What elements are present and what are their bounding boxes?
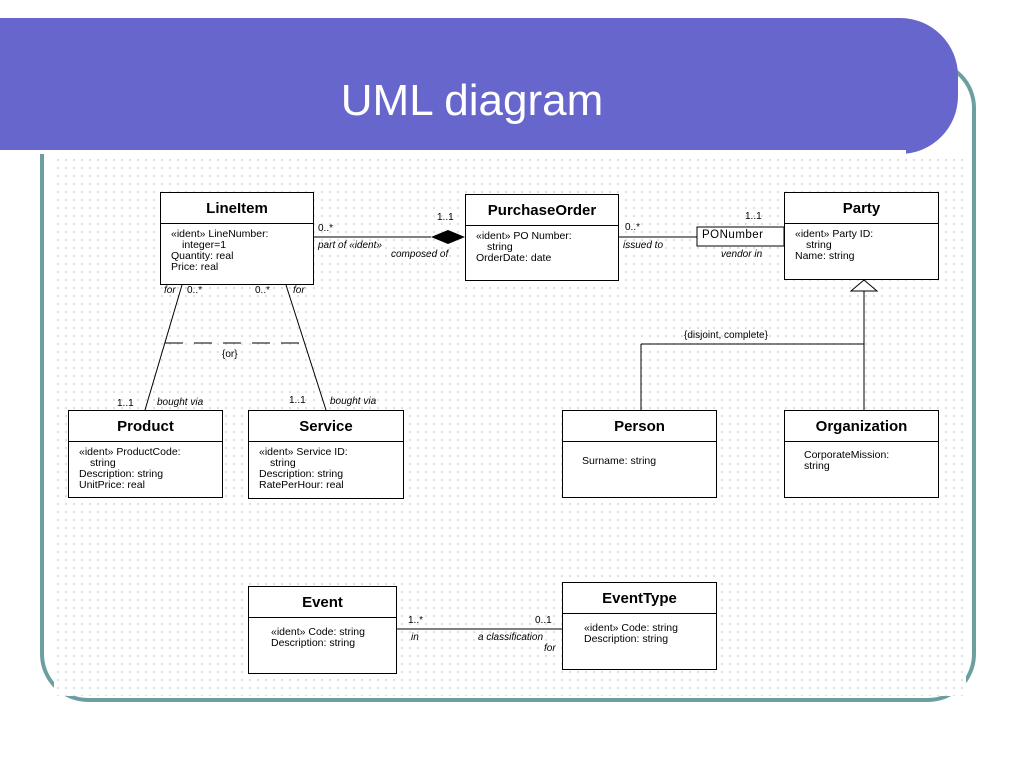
role-label: composed of [391, 249, 449, 260]
attribute: RatePerHour: real [259, 479, 344, 491]
attribute: «ident» PO Number: [476, 230, 572, 242]
class-eventtype[interactable]: EventType «ident» Code: string Descripti… [562, 582, 717, 670]
class-name: PurchaseOrder [466, 195, 618, 226]
role-label: for [164, 285, 176, 296]
diagram-canvas: LineItem «ident» LineNumber: integer=1 Q… [54, 156, 966, 696]
attribute-list: «ident» PO Number: string OrderDate: dat… [466, 226, 618, 264]
attribute: «ident» Party ID: [795, 228, 874, 240]
multiplicity-label: 0..1 [535, 615, 552, 626]
attribute-list: «ident» LineNumber: integer=1 Quantity: … [161, 224, 313, 273]
attribute-list: «ident» ProductCode: string Description:… [69, 442, 222, 491]
attribute: «ident» Service ID: [259, 446, 348, 458]
qualifier-label: PONumber [702, 229, 764, 241]
assoc-lineitem-product [144, 284, 183, 411]
attribute: «ident» LineNumber: [171, 228, 269, 240]
multiplicity-label: 1..1 [745, 211, 762, 222]
role-label: bought via [157, 397, 204, 408]
attribute: Description: string [79, 468, 164, 480]
attribute: Price: real [171, 261, 219, 273]
attribute: string [806, 239, 832, 251]
class-event[interactable]: Event «ident» Code: string Description: … [248, 586, 397, 674]
title-underline [0, 150, 906, 154]
attribute: UnitPrice: real [79, 479, 145, 491]
attribute: Name: string [795, 250, 855, 262]
generalization-triangle-icon [849, 279, 879, 292]
role-label: in [411, 632, 419, 643]
attribute: Quantity: real [171, 250, 234, 262]
attribute: string [90, 457, 116, 469]
class-organization[interactable]: Organization CorporateMission: string [784, 410, 939, 498]
class-party[interactable]: Party «ident» Party ID: string Name: str… [784, 192, 939, 280]
multiplicity-label: 0..* [187, 285, 203, 296]
constraint-label: {or} [222, 349, 238, 360]
class-product[interactable]: Product «ident» ProductCode: string Desc… [68, 410, 223, 498]
attribute: «ident» Code: string [584, 622, 678, 634]
class-name: Service [249, 411, 403, 442]
class-name: EventType [563, 583, 716, 614]
class-service[interactable]: Service «ident» Service ID: string Descr… [248, 410, 404, 499]
class-name: Party [785, 193, 938, 224]
assoc-lineitem-service [285, 284, 327, 411]
attribute: string [487, 241, 513, 253]
attribute: «ident» Code: string [271, 626, 365, 638]
multiplicity-label: 1..1 [117, 398, 134, 409]
attribute: integer=1 [182, 239, 227, 251]
role-label: part of «ident» [318, 240, 382, 251]
role-label: vendor in [721, 249, 763, 260]
attribute-list: CorporateMission: string [785, 442, 938, 472]
class-name: Event [249, 587, 396, 618]
role-label: for [293, 285, 305, 296]
multiplicity-label: 0..* [625, 222, 641, 233]
attribute-list: «ident» Party ID: string Name: string [785, 224, 938, 262]
constraint-label: {disjoint, complete} [684, 330, 768, 341]
role-label: a classification [478, 632, 544, 643]
class-lineitem[interactable]: LineItem «ident» LineNumber: integer=1 Q… [160, 192, 314, 285]
attribute: CorporateMission: [804, 449, 890, 461]
multiplicity-label: 1..1 [289, 395, 306, 406]
attribute-list: Surname: string [563, 442, 716, 467]
class-name: Product [69, 411, 222, 442]
attribute: string [270, 457, 296, 469]
class-name: Person [563, 411, 716, 442]
connector-layer [144, 226, 879, 630]
attribute: Description: string [584, 633, 669, 645]
role-label: for [544, 643, 556, 654]
attribute: Surname: string [582, 455, 657, 467]
multiplicity-label: 1..* [408, 615, 424, 626]
multiplicity-label: 1..1 [437, 212, 454, 223]
multiplicity-label: 0..* [255, 285, 271, 296]
attribute: Description: string [259, 468, 344, 480]
attribute-list: «ident» Code: string Description: string [563, 614, 716, 645]
attribute: OrderDate: date [476, 252, 552, 264]
class-person[interactable]: Person Surname: string [562, 410, 717, 498]
slide-title: UML diagram [340, 76, 604, 125]
composition-diamond-icon [431, 230, 465, 244]
role-label: bought via [330, 396, 377, 407]
class-name: LineItem [161, 193, 313, 224]
attribute-list: «ident» Service ID: string Description: … [249, 442, 403, 491]
class-name: Organization [785, 411, 938, 442]
attribute: string [804, 460, 830, 472]
attribute: «ident» ProductCode: [79, 446, 181, 458]
multiplicity-label: 0..* [318, 223, 334, 234]
attribute: Description: string [271, 637, 356, 649]
title-bar: UML diagram [0, 18, 958, 154]
attribute-list: «ident» Code: string Description: string [249, 618, 396, 649]
role-label: issued to [623, 240, 664, 251]
class-purchaseorder[interactable]: PurchaseOrder «ident» PO Number: string … [465, 194, 619, 281]
